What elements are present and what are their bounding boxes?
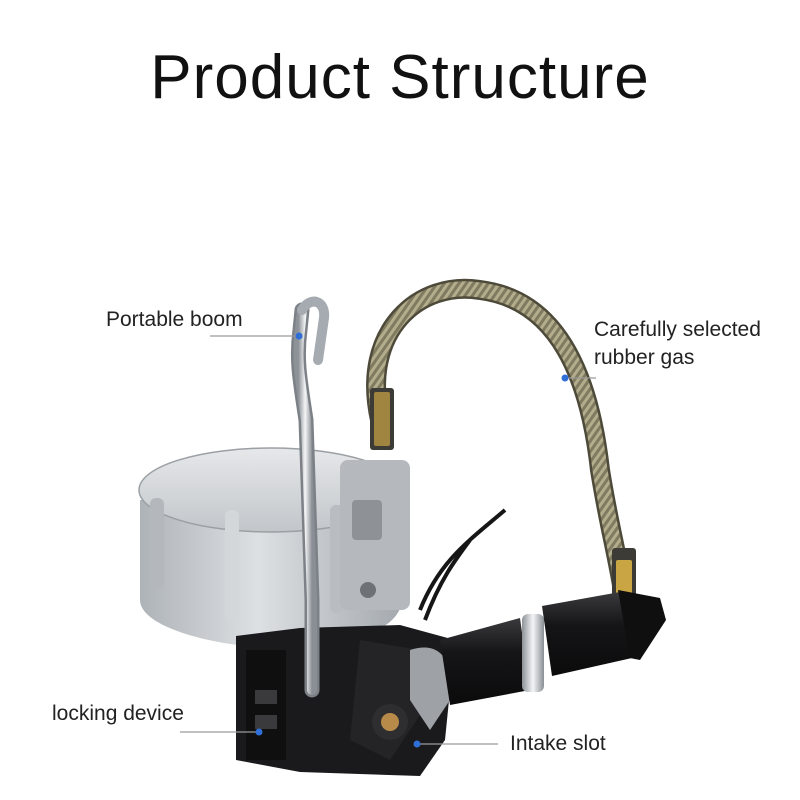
- callout-rubber-gas-line2: rubber gas: [594, 346, 695, 369]
- callout-rubber-gas-line1: Carefully selected: [594, 318, 761, 341]
- page-title: Product Structure: [150, 43, 650, 112]
- callout-locking-device: locking device: [52, 702, 184, 725]
- marker-dot-boom: [295, 332, 303, 340]
- callout-rubber-gas: Carefully selected rubber gas: [594, 316, 761, 372]
- sealer-base-body: [236, 625, 455, 776]
- front-mechanism: [340, 460, 410, 610]
- chrome-ring: [522, 614, 544, 692]
- callout-portable-boom: Portable boom: [106, 308, 243, 331]
- marker-dot-lock: [255, 728, 263, 736]
- air-motor-barrel: [440, 590, 666, 705]
- marker-dot-intake: [413, 740, 421, 748]
- callout-intake-slot: Intake slot: [510, 732, 606, 755]
- gear-bolt: [381, 713, 399, 731]
- strap-wires: [418, 508, 507, 621]
- callout-leaders: [180, 332, 596, 748]
- marker-dot-gas: [561, 374, 569, 382]
